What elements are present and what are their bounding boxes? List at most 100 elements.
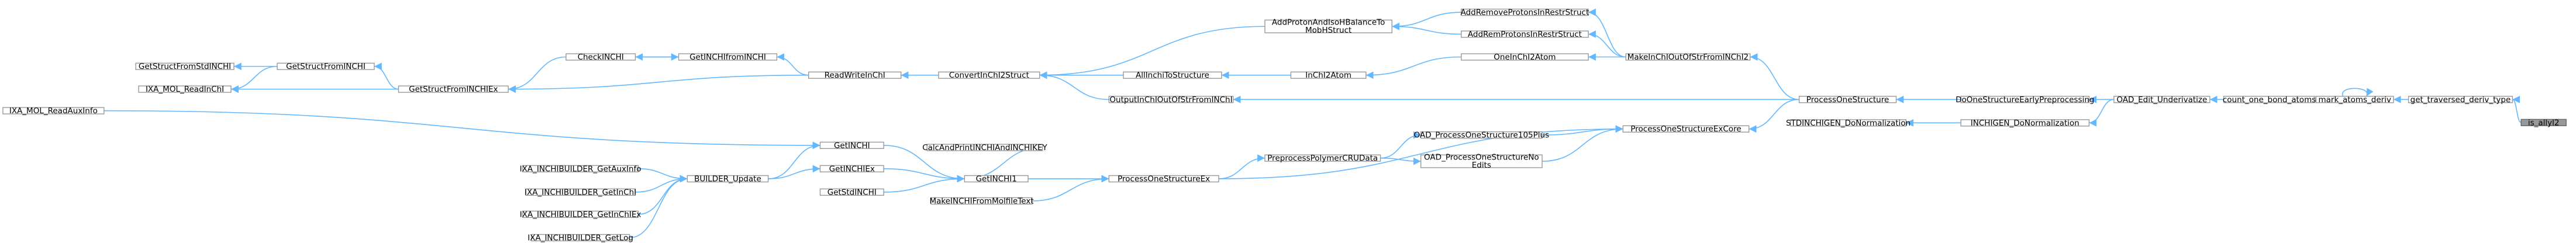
edge-BUILDER_Update-to-IXA_INCHIBUILDER_GetAuxInfo xyxy=(638,168,688,183)
node-label: mark_atoms_deriv xyxy=(2318,95,2391,105)
node-box xyxy=(1420,154,1543,168)
node-box xyxy=(565,53,636,61)
edge-ConvertInChI2Struct-to-AddProtonAndIsoHBalanceToMobHStruct xyxy=(1039,26,1265,79)
edge-GetINCHI-to-BUILDER_Update xyxy=(768,141,820,179)
node-ProcessOneStructure[interactable]: ProcessOneStructure xyxy=(1798,95,1897,105)
node-MakeInChIOutOfStrFromINChI2[interactable]: MakeInChIOutOfStrFromINChI2 xyxy=(1625,53,1751,62)
node-box xyxy=(964,175,1029,183)
edge-InChI2Atom-to-OneInChI2Atom xyxy=(1365,56,1461,79)
node-OAD_Edit_Underivatize[interactable]: OAD_Edit_Underivatize xyxy=(2113,95,2211,105)
node-label: GetINCHI xyxy=(834,141,870,150)
node-CalcAndPrintINCHIAndINCHIKEY[interactable]: CalcAndPrintINCHIAndINCHIKEY xyxy=(922,143,1047,152)
edge-BUILDER_Update-to-IXA_INCHIBUILDER_GetInChIEx xyxy=(638,175,688,215)
node-box xyxy=(1461,53,1589,61)
edge-OAD_ProcessOneStructure105Plus-to-PreprocessPolymerCRUData xyxy=(1380,131,1421,159)
node-AllInchiToStructure[interactable]: AllInchiToStructure xyxy=(1123,71,1222,80)
node-box xyxy=(525,188,636,196)
node-label: MakeInChIOutOfStrFromINChI2 xyxy=(1627,53,1749,62)
node-OutputInChIOutOfStrFromINChI[interactable]: OutputInChIOutOfStrFromINChI xyxy=(1108,95,1234,105)
edge-GetStructFromINCHI-to-GetStructFromINCHIEx xyxy=(374,63,399,90)
node-IXA_MOL_ReadInChI[interactable]: IXA_MOL_ReadInChI xyxy=(138,85,232,94)
node-ProcessOneStructureEx[interactable]: ProcessOneStructureEx xyxy=(1108,175,1219,184)
node-label: IXA_INCHIBUILDER_GetInChIEx xyxy=(520,210,642,219)
node-box xyxy=(135,63,235,70)
node-GetINCHIEx[interactable]: GetINCHIEx xyxy=(819,164,884,173)
node-get_traversed_deriv_type[interactable]: get_traversed_deriv_type xyxy=(2408,95,2513,105)
node-label: count_one_bond_atoms xyxy=(2223,95,2316,105)
node-OneInChI2Atom[interactable]: OneInChI2Atom xyxy=(1461,53,1589,62)
node-box xyxy=(1461,30,1589,38)
node-InChI2Atom[interactable]: InChI2Atom xyxy=(1290,71,1367,80)
node-box xyxy=(2520,119,2567,126)
edge-GetINCHI-to-IXA_MOL_ReadAuxInfo xyxy=(104,110,820,150)
node-layer: is_allyl2 get_traversed_deriv_type mark_at… xyxy=(2,8,2567,242)
node-box xyxy=(678,53,778,61)
edge-mark_atoms_deriv-to-mark_atoms_deriv xyxy=(2341,88,2374,97)
node-label: MobHStruct xyxy=(1305,26,1351,35)
node-count_one_bond_atoms[interactable]: count_one_bond_atoms xyxy=(2223,95,2316,105)
node-box xyxy=(926,144,1043,151)
node-AddRemProtonsInRestrStruct[interactable]: AddRemProtonsInRestrStruct xyxy=(1461,30,1589,39)
node-label: IXA_INCHIBUILDER_GetLog xyxy=(527,233,633,242)
node-GetStdINCHI[interactable]: GetStdINCHI xyxy=(819,188,884,197)
node-IXA_MOL_ReadAuxInfo[interactable]: IXA_MOL_ReadAuxInfo xyxy=(2,106,105,116)
node-box xyxy=(138,85,232,93)
node-GetStructFromINCHI[interactable]: GetStructFromINCHI xyxy=(277,62,375,71)
node-PreprocessPolymerCRUData[interactable]: PreprocessPolymerCRUData xyxy=(1264,154,1381,163)
node-DoOneStructureEarlyPreprocessing[interactable]: DoOneStructureEarlyPreprocessing xyxy=(1956,95,2094,105)
edge-PreprocessPolymerCRUData-to-ProcessOneStructureEx xyxy=(1218,154,1265,179)
node-is_allyl2[interactable]: is_allyl2 xyxy=(2520,118,2567,127)
node-label: IXA_INCHIBUILDER_GetAuxInfo xyxy=(520,164,642,173)
node-STDINCHIGEN_DoNormalization[interactable]: STDINCHIGEN_DoNormalization xyxy=(1786,119,1911,128)
node-box xyxy=(938,71,1040,79)
edge-AddProtonAndIsoHBalanceToMobHStruct-to-AddRemProtonsInRestrStruct xyxy=(1392,22,1461,35)
node-MakeINCHIFromMolfileText[interactable]: MakeINCHIFromMolfileText xyxy=(929,196,1033,206)
node-label: GetStructFromStdINCHI xyxy=(139,62,231,71)
edge-OAD_ProcessOneStructureNoEdits-to-PreprocessPolymerCRUData xyxy=(1380,157,1421,165)
edge-GetINCHI1-to-GetINCHIEx xyxy=(884,168,965,183)
node-OAD_ProcessOneStructure105Plus[interactable]: OAD_ProcessOneStructure105Plus xyxy=(1414,131,1550,140)
node-GetStructFromINCHIEx[interactable]: GetStructFromINCHIEx xyxy=(398,85,509,94)
node-box xyxy=(808,71,902,79)
node-GetINCHI[interactable]: GetINCHI xyxy=(819,141,884,150)
node-mark_atoms_deriv[interactable]: mark_atoms_deriv xyxy=(2315,95,2394,105)
node-GetINCHIfromINCHI[interactable]: GetINCHIfromINCHI xyxy=(678,53,778,62)
node-ConvertInChI2Struct[interactable]: ConvertInChI2Struct xyxy=(938,71,1040,80)
node-GetStructFromStdINCHI[interactable]: GetStructFromStdINCHI xyxy=(135,62,235,71)
edge-ProcessOneStructureExCore-to-ProcessOneStructureEx xyxy=(1218,125,1623,179)
node-label: OAD_Edit_Underivatize xyxy=(2116,95,2207,105)
edge-layer xyxy=(104,8,2522,238)
node-IXA_INCHIBUILDER_GetAuxInfo[interactable]: IXA_INCHIBUILDER_GetAuxInfo xyxy=(520,164,642,173)
edge-ProcessOneStructureEx-to-MakeINCHIFromMolfileText xyxy=(1032,175,1109,202)
node-box xyxy=(1798,96,1897,103)
node-label: get_traversed_deriv_type xyxy=(2411,95,2511,105)
node-IXA_INCHIBUILDER_GetLog[interactable]: IXA_INCHIBUILDER_GetLog xyxy=(527,233,633,242)
node-label: ProcessOneStructureExCore xyxy=(1630,124,1741,134)
edge-ConvertInChI2Struct-to-OutputInChIOutOfStrFromINChI xyxy=(1039,71,1109,100)
node-label: OutputInChIOutOfStrFromINChI xyxy=(1109,95,1232,105)
node-box xyxy=(1625,53,1751,61)
node-IXA_INCHIBUILDER_GetInChI[interactable]: IXA_INCHIBUILDER_GetInChI xyxy=(525,188,636,197)
node-INCHIGEN_DoNormalization[interactable]: INCHIGEN_DoNormalization xyxy=(1960,119,2090,128)
node-GetINCHI1[interactable]: GetINCHI1 xyxy=(964,175,1029,184)
node-ReadWriteInChI[interactable]: ReadWriteInChI xyxy=(808,71,902,80)
node-AddRemoveProtonsInRestrStruct[interactable]: AddRemoveProtonsInRestrStruct xyxy=(1461,8,1589,18)
node-ProcessOneStructureExCore[interactable]: ProcessOneStructureExCore xyxy=(1622,124,1750,134)
node-box xyxy=(522,210,639,218)
node-BUILDER_Update[interactable]: BUILDER_Update xyxy=(687,175,769,184)
node-label: AddRemoveProtonsInRestrStruct xyxy=(1461,8,1589,18)
node-CheckINCHI[interactable]: CheckINCHI xyxy=(565,53,636,62)
node-label: MakeINCHIFromMolfileText xyxy=(929,196,1033,206)
node-box xyxy=(2315,96,2394,103)
node-label: is_allyl2 xyxy=(2528,118,2560,127)
node-label: GetStdINCHI xyxy=(827,188,877,197)
node-label: IXA_INCHIBUILDER_GetInChI xyxy=(525,188,636,197)
node-box xyxy=(1108,175,1219,183)
node-box xyxy=(2,107,105,114)
node-IXA_INCHIBUILDER_GetInChIEx[interactable]: IXA_INCHIBUILDER_GetInChIEx xyxy=(520,210,642,219)
edge-ProcessOneStructureExCore-to-OAD_ProcessOneStructureNoEdits xyxy=(1542,125,1623,162)
node-box xyxy=(2113,96,2211,103)
